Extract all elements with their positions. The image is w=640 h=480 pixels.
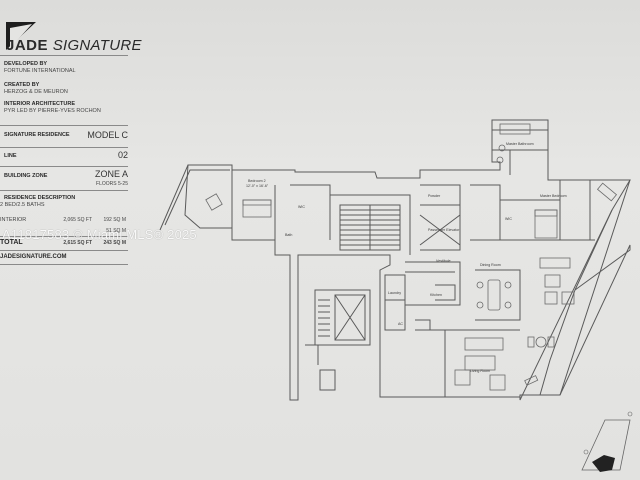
brand-name-bold: JADE <box>6 37 49 54</box>
room-label-ac: AC <box>398 322 403 326</box>
room-label-kitchen: Kitchen <box>430 293 442 297</box>
mls-watermark: A11817583 © Miami MLS® 2025 <box>2 227 197 242</box>
divider <box>0 166 128 167</box>
total-sqm: 243 SQ M <box>103 240 126 246</box>
divider <box>0 264 128 265</box>
interior-architecture-label: INTERIOR ARCHITECTURE <box>4 101 75 107</box>
key-plan-icon <box>581 411 633 472</box>
brand-logo <box>4 20 132 52</box>
interior-area-label: INTERIOR <box>0 217 27 223</box>
zone-label: BUILDING ZONE <box>4 173 48 179</box>
room-label-wic-right: WIC <box>505 217 512 221</box>
jade-logo-mark-icon <box>6 22 36 50</box>
zone-value: ZONE A <box>94 169 128 179</box>
interior-area-sqm: 192 SQ M <box>103 217 126 223</box>
total-label: TOTAL <box>0 239 23 246</box>
interior-architecture-value: PYR LED BY PIERRE-YVES ROCHON <box>4 108 101 114</box>
room-label-master-bedroom: Master Bedroom <box>540 194 567 198</box>
line-value: 02 <box>117 150 128 160</box>
divider <box>0 190 128 191</box>
interior-area-sqft: 2,065 SQ FT <box>63 217 92 223</box>
room-label-passenger-elevator: Passenger Elevator <box>428 228 460 232</box>
room-label-living-room: Living Room <box>470 369 490 373</box>
room-label-powder: Powder <box>428 194 441 198</box>
divider <box>0 125 128 126</box>
room-label-master-bathroom: Master Bathroom <box>506 142 534 146</box>
divider <box>0 147 128 148</box>
room-label-wic-left: WIC <box>298 205 305 209</box>
residence-label: SIGNATURE RESIDENCE <box>4 132 70 138</box>
divider <box>0 55 128 56</box>
total-sqft: 2,615 SQ FT <box>63 240 92 246</box>
divider <box>0 236 128 237</box>
info-panel: JADE SIGNATURE DEVELOPED BY FORTUNE INTE… <box>0 0 141 480</box>
room-label-bath-left: Bath <box>285 233 292 237</box>
created-value: HERZOG & DE MEURON <box>4 89 68 95</box>
room-dim-bedroom2: 12'-0" x 16'-6" <box>246 184 269 188</box>
website-link[interactable]: JADESIGNATURE.COM <box>0 254 67 260</box>
room-label-laundry: Laundry <box>388 291 401 295</box>
residence-value: MODEL C <box>87 130 128 140</box>
brand-name-light: SIGNATURE <box>52 37 142 54</box>
room-label-dining-room: Dining Room <box>480 263 501 267</box>
developed-value: FORTUNE INTERNATIONAL <box>4 68 76 74</box>
exterior-area-sqm: 51 SQ M <box>106 228 126 234</box>
description-label: RESIDENCE DESCRIPTION <box>4 195 76 201</box>
room-label-vestibule: Vestibule <box>436 259 451 263</box>
line-label: LINE <box>4 153 17 159</box>
created-label: CREATED BY <box>4 82 40 88</box>
floors-value: FLOORS 5-25 <box>96 181 128 187</box>
description-value: 2 BED/2.5 BATHS <box>0 202 45 208</box>
developed-label: DEVELOPED BY <box>4 61 48 67</box>
divider <box>0 250 128 251</box>
room-label-bedroom2: Bedroom 2 <box>248 179 266 183</box>
brand-wordmark: JADE SIGNATURE <box>6 37 142 54</box>
